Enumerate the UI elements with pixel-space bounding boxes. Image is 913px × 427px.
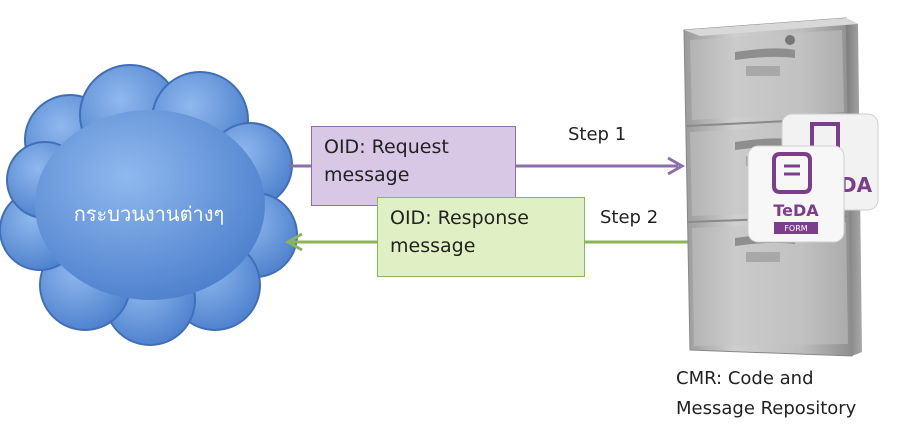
badge-text: TeDA <box>773 201 819 220</box>
request-line2: message <box>324 164 410 186</box>
back-badge-text: DA <box>840 173 873 197</box>
teda-form-badge: TeDA FORM <box>747 145 845 243</box>
repository-line1: CMR: Code and <box>676 368 814 389</box>
response-line1: OID: Response <box>390 207 529 229</box>
request-message-box: OID: Request message <box>311 126 516 206</box>
repository-caption: CMR: Code and Message Repository <box>676 364 856 424</box>
process-cloud <box>0 64 298 346</box>
process-label: กระบวนงานต่างๆ <box>73 202 225 226</box>
request-line1: OID: Request <box>324 136 449 158</box>
response-message-box: OID: Response message <box>377 197 585 277</box>
badge-subtext: FORM <box>784 224 807 233</box>
step-2-label: Step 2 <box>600 207 659 228</box>
repository-line2: Message Repository <box>676 398 857 419</box>
step-1-label: Step 1 <box>568 124 627 145</box>
response-line2: message <box>390 235 476 257</box>
